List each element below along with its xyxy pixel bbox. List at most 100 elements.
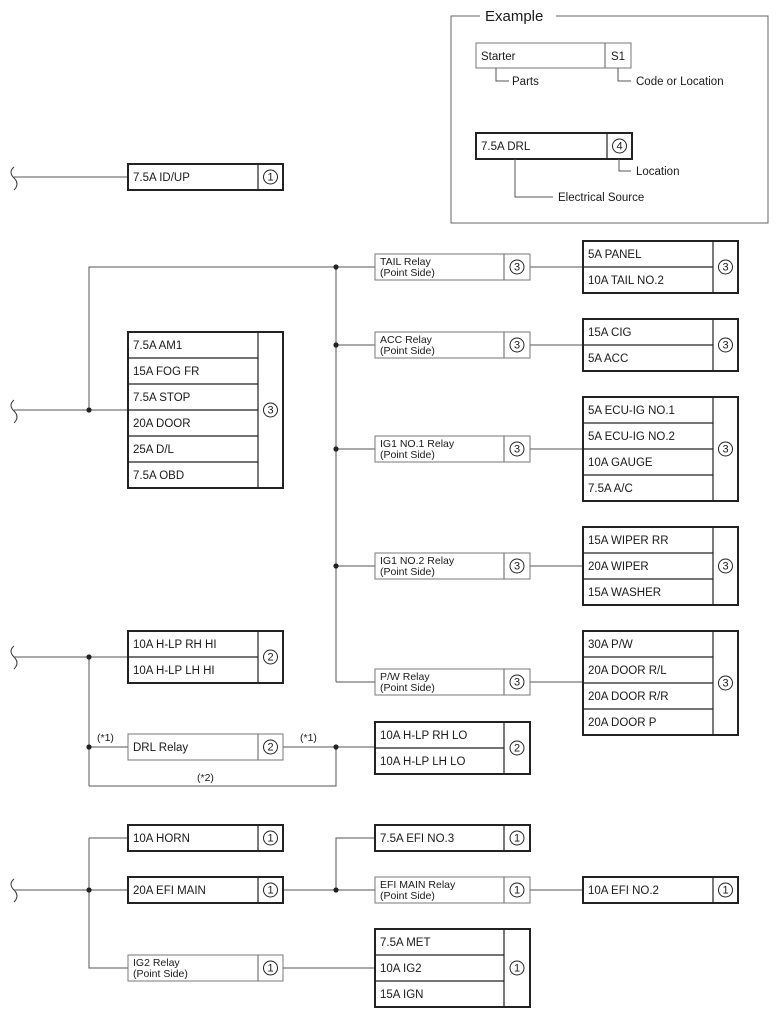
fuse-label: 10A EFI NO.2 [588,885,659,897]
fuse-label: 15A CIG [588,327,632,339]
relay-label-line1: TAIL Relay [380,256,432,268]
fuse-label: 10A H-LP LH HI [133,665,215,677]
location-number: 1 [267,172,273,184]
fuse-label: 30A P/W [588,639,633,651]
fuse-efi-main: 20A EFI MAIN 1 [127,876,284,904]
legend-location-marker [612,138,627,154]
location-number: 1 [722,885,728,897]
location-number: 2 [514,743,520,755]
location-number: 2 [267,652,273,664]
fuse-label: 5A ECU-IG NO.2 [588,431,675,443]
location-number: 3 [722,444,728,456]
fuse-label: 15A FOG FR [133,366,199,378]
legend-parts-example: Starter [481,51,516,63]
location-number: 3 [722,561,728,573]
note-drl-input: (*1) [97,732,114,744]
legend-location-number: 4 [616,141,622,153]
fuse-efi-no3: 7.5A EFI NO.3 1 [374,824,531,852]
fuse-label: 10A IG2 [380,963,422,975]
fuse-group-met: 7.5A MET 10A IG2 15A IGN 1 [374,928,531,1008]
relay-ig1-no1: IG1 NO.1 Relay (Point Side) 3 [374,435,531,463]
relay-acc: ACC Relay (Point Side) 3 [374,331,531,359]
relay-label-line1: IG1 NO.2 Relay [380,555,455,567]
location-number: 3 [514,561,520,573]
fuse-label: 5A PANEL [588,249,642,261]
relay-label-line1: ACC Relay [380,334,433,346]
fuse-label: 7.5A AM1 [133,340,182,352]
relay-label-line2: (Point Side) [380,566,435,578]
relay-pw: P/W Relay (Point Side) 3 [374,668,531,696]
relay-label-line1: P/W Relay [380,671,430,683]
relay-label-line2: (Point Side) [380,449,435,461]
fuse-efi-no2: 10A EFI NO.2 1 [582,876,739,904]
fuse-label: 15A WASHER [588,587,661,599]
legend-title: Example [485,8,543,25]
location-number: 3 [514,262,520,274]
relay-label: DRL Relay [133,742,188,754]
location-number: 1 [267,885,273,897]
relay-label-line2: (Point Side) [380,345,435,357]
legend: Example Starter S1 Parts Code or Locatio… [450,8,769,224]
location-number: 3 [514,677,520,689]
fuse-group-hlp-lo: 10A H-LP RH LO 10A H-LP LH LO 2 [374,721,531,775]
fuse-label: 7.5A OBD [133,470,184,482]
legend-source-box [475,132,633,160]
fuse-label: 20A DOOR R/R [588,691,669,703]
location-number: 1 [267,833,273,845]
location-number: 3 [722,262,728,274]
fuse-id-up: 7.5A ID/UP 1 [127,163,284,191]
fuse-label: 20A DOOR P [588,717,657,729]
location-number: 1 [514,963,520,975]
location-number: 1 [514,833,520,845]
legend-parts-caption: Parts [512,76,539,88]
location-number: 1 [514,885,520,897]
fuse-label: 20A WIPER [588,561,649,573]
fuse-group-tail: 5A PANEL 10A TAIL NO.2 3 [582,240,739,294]
fuse-label: 5A ACC [588,353,628,365]
relay-label-line2: (Point Side) [380,682,435,694]
fuse-label: 10A GAUGE [588,457,653,469]
legend-code-caption: Code or Location [636,76,724,88]
relay-label-line1: IG1 NO.1 Relay [380,438,455,450]
location-number: 3 [722,340,728,352]
fuse-label: 7.5A EFI NO.3 [380,833,454,845]
fuse-group-ig1-no2: 15A WIPER RR 20A WIPER 15A WASHER 3 [582,526,739,606]
legend-location-caption: Location [636,166,679,178]
fuse-label: 7.5A STOP [133,392,191,404]
legend-source-caption: Electrical Source [558,192,644,204]
fuse-label: 7.5A ID/UP [133,172,190,184]
fuse-label: 15A IGN [380,989,423,1001]
fuse-horn: 10A HORN 1 [127,824,284,852]
note-drl-bypass: (*2) [197,772,214,784]
fuse-group-am1: 7.5A AM1 15A FOG FR 7.5A STOP 20A DOOR 2… [127,331,284,489]
relay-label-line2: (Point Side) [380,890,435,902]
relay-drl: DRL Relay 2 [127,733,284,761]
note-drl-output: (*1) [300,732,317,744]
fuse-group-pw: 30A P/W 20A DOOR R/L 20A DOOR R/R 20A DO… [582,630,739,736]
fuse-label: 7.5A A/C [588,483,633,495]
location-number: 3 [514,444,520,456]
location-number: 2 [267,742,273,754]
fuse-label: 15A WIPER RR [588,535,669,547]
fuse-label: 20A DOOR R/L [588,665,667,677]
fuse-label: 10A H-LP RH LO [380,730,467,742]
relay-tail: TAIL Relay (Point Side) 3 [374,253,531,281]
relay-efi-main: EFI MAIN Relay (Point Side) 1 [374,876,531,904]
fuse-label: 10A TAIL NO.2 [588,275,664,287]
location-number: 3 [267,405,273,417]
fuse-label: 10A H-LP RH HI [133,639,217,651]
wires [10,166,583,969]
location-number: 3 [514,340,520,352]
fuse-label: 20A DOOR [133,418,191,430]
relay-label-line1: EFI MAIN Relay [380,879,456,891]
fuse-group-acc: 15A CIG 5A ACC 3 [582,318,739,372]
fuse-group-hlp-hi: 10A H-LP RH HI 10A H-LP LH HI 2 [127,630,284,684]
fuse-label: 10A HORN [133,833,190,845]
fuse-label: 7.5A MET [380,937,431,949]
fuse-label: 5A ECU-IG NO.1 [588,405,675,417]
fuse-label: 25A D/L [133,444,175,456]
fuse-group-ig1-no1: 5A ECU-IG NO.1 5A ECU-IG NO.2 10A GAUGE … [582,396,739,502]
fuse-label: 20A EFI MAIN [133,885,206,897]
legend-parts-code: S1 [611,51,625,63]
